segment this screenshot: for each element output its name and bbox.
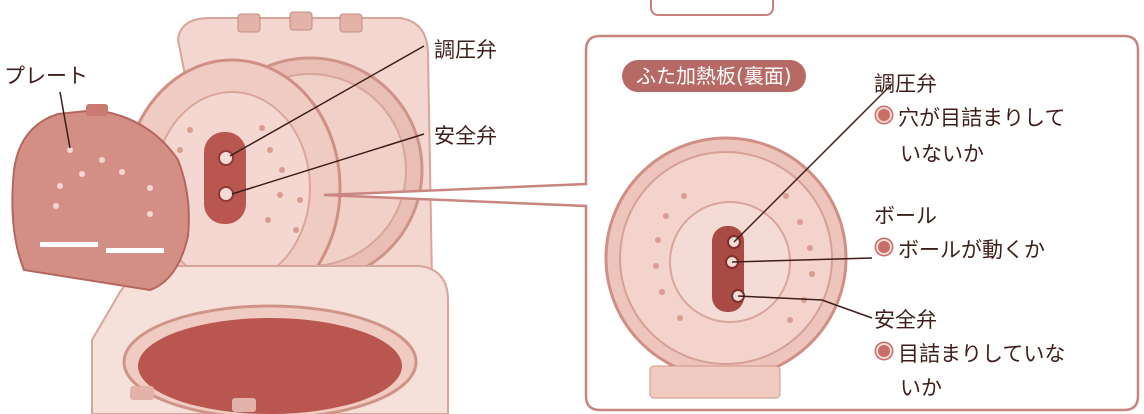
inset-label-ball: ボール: [874, 204, 937, 228]
check-text: 穴が目詰まりして: [898, 106, 1066, 130]
bullet-icon: [876, 343, 892, 359]
inset-label-pressure-valve: 調圧弁: [874, 72, 937, 96]
removable-plate: [11, 104, 190, 292]
bullet-icon: [876, 107, 892, 123]
lid-hinge: [339, 13, 363, 33]
top-tab: [650, 0, 774, 16]
leader-inset-ball: [731, 257, 873, 263]
label-pressure-valve: 調圧弁: [434, 38, 497, 62]
inset-check-pressure-valve-cont: いないか: [900, 142, 984, 166]
pressure-valve-dot: [218, 150, 234, 166]
leader-inset-safety-valve: [737, 295, 873, 319]
bullet-icon: [876, 239, 892, 255]
check-text: 目詰まりしていな: [898, 342, 1066, 366]
inset-check-safety-valve-cont: いか: [900, 376, 942, 400]
leader-inset-pressure-valve: [733, 83, 893, 243]
label-plate: プレート: [4, 64, 88, 88]
safety-valve-dot: [218, 186, 234, 202]
check-text: ボールが動くか: [898, 238, 1045, 262]
valve-slot: [204, 132, 246, 224]
plate-tab: [86, 104, 108, 116]
pot-inside: [138, 318, 402, 414]
lid-hinge: [237, 13, 261, 33]
inset-title: ふた加熱板(裏面): [622, 60, 806, 92]
lid-hinge: [289, 11, 313, 31]
inset-heating-plate: [604, 136, 848, 399]
pot-clip: [130, 386, 154, 400]
inset-label-safety-valve: 安全弁: [874, 308, 937, 332]
pot-clip: [232, 398, 256, 412]
inset-check-pressure-valve: 穴が目詰まりして: [876, 104, 1065, 132]
plate-slot: [40, 242, 98, 247]
label-safety-valve: 安全弁: [434, 124, 497, 148]
leader-safety-valve: [231, 133, 425, 195]
leader-pressure-valve: [229, 45, 425, 157]
inset-plate-bottom: [649, 365, 781, 399]
inset-check-ball: ボールが動くか: [876, 236, 1045, 264]
plate-slot: [106, 248, 164, 253]
leader-plate: [59, 91, 71, 149]
inset-check-safety-valve: 目詰まりしていな: [876, 340, 1065, 368]
